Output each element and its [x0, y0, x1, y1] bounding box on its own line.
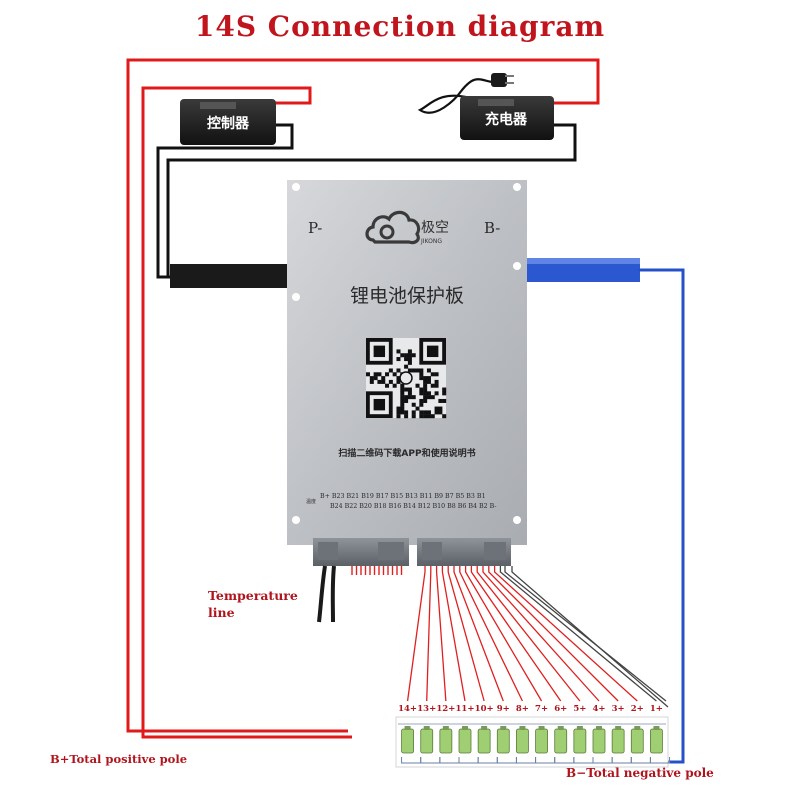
- cell-label: 12+: [436, 704, 455, 714]
- mount-hole: [513, 183, 521, 191]
- bms-board: P- B- 极空 JIKONG 锂电池保护板 扫描二维码下载APP和使用说明书 …: [287, 180, 527, 545]
- controller-negative-wire: [156, 123, 294, 279]
- positive-pole-label: B+Total positive pole: [50, 752, 188, 766]
- positive-wire-outer: [275, 94, 312, 105]
- charger-box: 充电器: [460, 96, 554, 140]
- product-name: 锂电池保护板: [350, 285, 464, 307]
- controller-box: 控制器: [180, 99, 276, 145]
- qr-code: [366, 338, 447, 419]
- cell-label: 1+: [650, 704, 663, 714]
- pin-row-bottom: B24 B22 B20 B18 B16 B14 B12 B10 B8 B6 B4…: [330, 503, 497, 510]
- balance-wire-negative: [511, 566, 669, 708]
- p-minus-lead: [170, 264, 292, 288]
- balance-wire: [447, 566, 485, 702]
- charger-negative-wire: [166, 123, 577, 277]
- mount-hole: [513, 262, 521, 270]
- balance-wire: [426, 566, 432, 702]
- balance-wire: [488, 566, 619, 702]
- balance-wire: [476, 566, 581, 702]
- temperature-line-label-line1: Temperature: [208, 588, 298, 603]
- p-minus-port-label: P-: [308, 219, 322, 237]
- balance-wire: [441, 566, 466, 702]
- cell-labels: 14+13+12+11+10+9+ 8+ 7+ 6+ 5+ 4+ 3+ 2+ 1+: [398, 704, 663, 714]
- cell-label: 14+: [398, 704, 417, 714]
- cell-label: 3+: [612, 704, 625, 714]
- positive-wire-to-controller: [141, 86, 352, 739]
- temperature-probe: [317, 565, 327, 623]
- temperature-line-label: Temperature line: [208, 587, 298, 621]
- temperature-connector: [313, 538, 409, 566]
- b-minus-port-label: B-: [484, 219, 500, 237]
- balance-wires: [406, 566, 669, 708]
- balance-wire: [493, 566, 638, 702]
- balance-wire: [482, 566, 600, 702]
- balance-wire: [499, 566, 657, 702]
- balance-wire: [459, 566, 524, 702]
- mount-hole: [513, 516, 521, 524]
- brand-name: 极空: [421, 220, 449, 236]
- battery-cell: [554, 726, 575, 764]
- cell-label: 11+: [456, 704, 475, 714]
- pin-prefix: 温度: [306, 498, 316, 505]
- temperature-probe: [330, 565, 336, 623]
- cloud-logo-icon: [365, 210, 421, 245]
- brand-sub: JIKONG: [420, 238, 442, 245]
- cell-label: 2+: [631, 704, 644, 714]
- temperature-line-label-line2: line: [208, 605, 235, 620]
- negative-wire: [638, 268, 685, 764]
- charger-label: 充电器: [485, 111, 528, 128]
- diagram-title: 14S Connection diagram: [194, 10, 606, 43]
- battery-cell: [458, 726, 479, 764]
- cell-label: 13+: [417, 704, 436, 714]
- mount-hole: [292, 516, 300, 524]
- positive-wire-to-charger: [126, 58, 600, 733]
- balance-wire: [470, 566, 562, 702]
- battery-cell: [630, 726, 651, 764]
- temperature-connector-wires: [351, 566, 403, 575]
- cell-label: 10+: [475, 704, 494, 714]
- battery-cells: [398, 723, 671, 764]
- battery-cell: [535, 726, 556, 764]
- battery-cell: [420, 726, 441, 764]
- battery-cell: [592, 726, 613, 764]
- pin-row-top: B+ B23 B21 B19 B17 B15 B13 B11 B9 B7 B5 …: [320, 493, 486, 500]
- battery-cell: [611, 726, 632, 764]
- charger-plug-icon: [491, 73, 514, 87]
- mount-hole: [292, 183, 300, 191]
- cell-label: 6+: [554, 704, 567, 714]
- battery-cell: [649, 726, 671, 764]
- balance-wire: [435, 566, 447, 702]
- balance-connector: [417, 538, 511, 566]
- balance-wire: [453, 566, 504, 702]
- charger-plug-cable: [417, 78, 493, 114]
- cell-label: 5+: [573, 704, 586, 714]
- cell-label: 9+: [497, 704, 510, 714]
- cell-label: 8+: [516, 704, 529, 714]
- mount-hole: [292, 293, 300, 301]
- balance-wire: [464, 566, 543, 702]
- cell-label: 4+: [592, 704, 605, 714]
- scan-note: 扫描二维码下载APP和使用说明书: [338, 447, 475, 459]
- cell-label: 7+: [535, 704, 548, 714]
- balance-wire: [406, 566, 426, 702]
- negative-pole-label: B−Total negative pole: [566, 766, 714, 780]
- controller-label: 控制器: [207, 115, 250, 132]
